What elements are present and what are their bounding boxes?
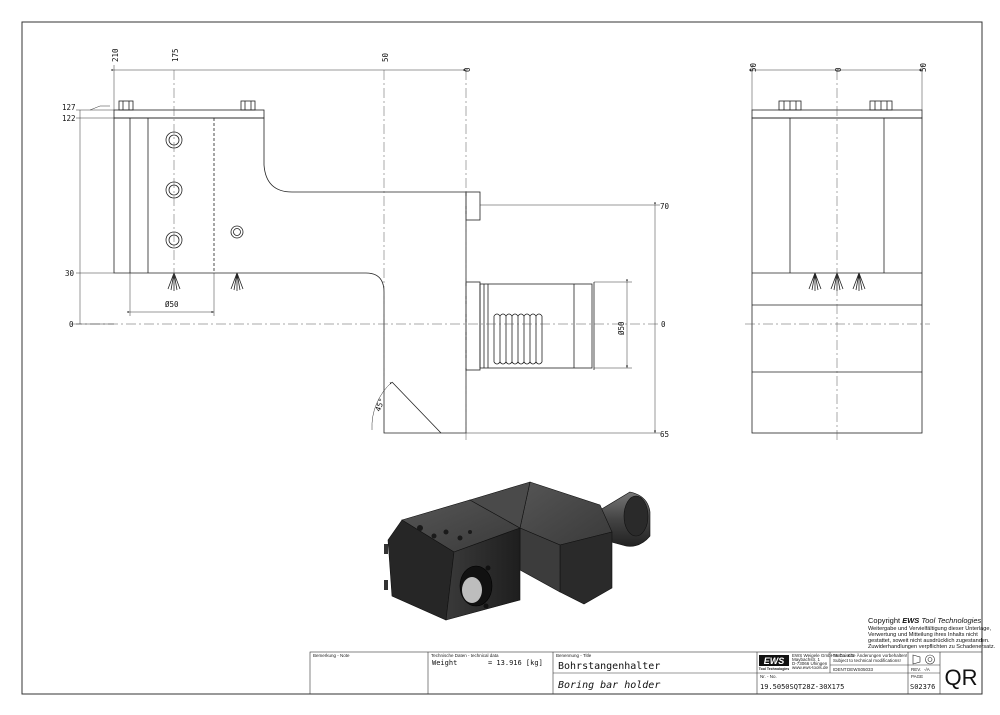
dim-left-122: 122 [62,114,76,123]
dim-side-right-50: 50 [919,62,928,72]
copyright-line-4: Zuwiderhandlungen verpflichten zu Schade… [868,644,996,650]
side-centerlines [745,70,930,440]
page-label: PAGE [911,674,923,679]
copyright-title: Copyright EWS Tool Technologies [868,616,982,625]
side-dimension-texts: 50 0 50 [749,62,928,72]
company-line-3: D-73066 Uhingen [792,661,828,666]
ews-logo-sub: Tool Technologies [759,667,789,671]
tech-data-label: Technische Daten - technical data [431,653,499,658]
title-block-texts: Bemerkung - Note Technische Daten - tech… [313,652,978,691]
front-dimension-texts: 210 175 50 0 127 122 30 0 70 0 65 Ø50 Ø5… [62,48,670,439]
ident-label: IDENT [833,667,847,672]
company-line-2: Maybachstr. 1 [792,657,821,662]
company-line-1: EWS Weigele GmbH & Co. KG [792,653,855,658]
weight-value: = 13.916 [kg] [488,659,543,667]
dim-side-left-50: 50 [749,62,758,72]
copyright-line-3: gestattet, soweit nicht ausdrücklich zug… [868,638,990,644]
number-label: Nr. - No. [760,674,777,679]
front-centerlines [72,70,660,440]
dim-left-127: 127 [62,103,76,112]
copyright-line-2: Verwertung und Mitteilung ihres Inhalts … [868,632,978,638]
dim-right-65: 65 [660,430,669,439]
changes-english: Subject to technical modifications! [833,658,901,663]
weight-label: Weight [432,659,457,667]
title-label: Benennung - Title [556,653,592,658]
dim-left-30: 30 [65,269,75,278]
ident-value: DEWS05033 [847,667,874,672]
dim-top-175: 175 [171,48,180,62]
dim-right-70: 70 [660,202,670,211]
ews-logo-box [759,655,789,666]
dim-top-0: 0 [463,67,472,72]
front-dimension-lines [76,65,660,434]
copyright-notice: Copyright EWS Tool Technologies Weiterga… [868,616,996,650]
side-dimension-lines [749,65,923,110]
title-german: Bohrstangenhalter [558,661,660,672]
part-number: 19.5050SQT28Z-30X175 [760,683,844,691]
changes-german: Technische Änderungen vorbehalten! [833,652,907,658]
projection-symbol-icon [912,654,935,665]
front-view [113,100,595,434]
company-line-4: www.ews-tools.de [792,665,829,670]
page-number: S02376 [910,683,935,691]
note-label: Bemerkung - Note [313,653,350,658]
dim-angle: 45° [373,397,386,413]
rev-label: REV. [911,667,921,672]
qr-label: QR [945,665,978,690]
dim-top-210: 210 [111,48,120,62]
title-english: Boring bar holder [558,680,660,691]
dim-top-50: 50 [381,52,390,62]
title-block [309,651,983,695]
dim-side-0: 0 [834,67,843,72]
rev-value: -/A [924,667,930,672]
dim-diameter-shank: Ø50 [617,321,626,335]
ews-logo: EWS [764,656,785,666]
dim-diameter-left: Ø50 [165,300,179,309]
copyright-line-1: Weitergabe und Vervielfältigung dieser U… [868,626,991,632]
dim-left-0: 0 [69,320,74,329]
isometric-render [384,481,651,621]
dim-right-0: 0 [661,320,666,329]
